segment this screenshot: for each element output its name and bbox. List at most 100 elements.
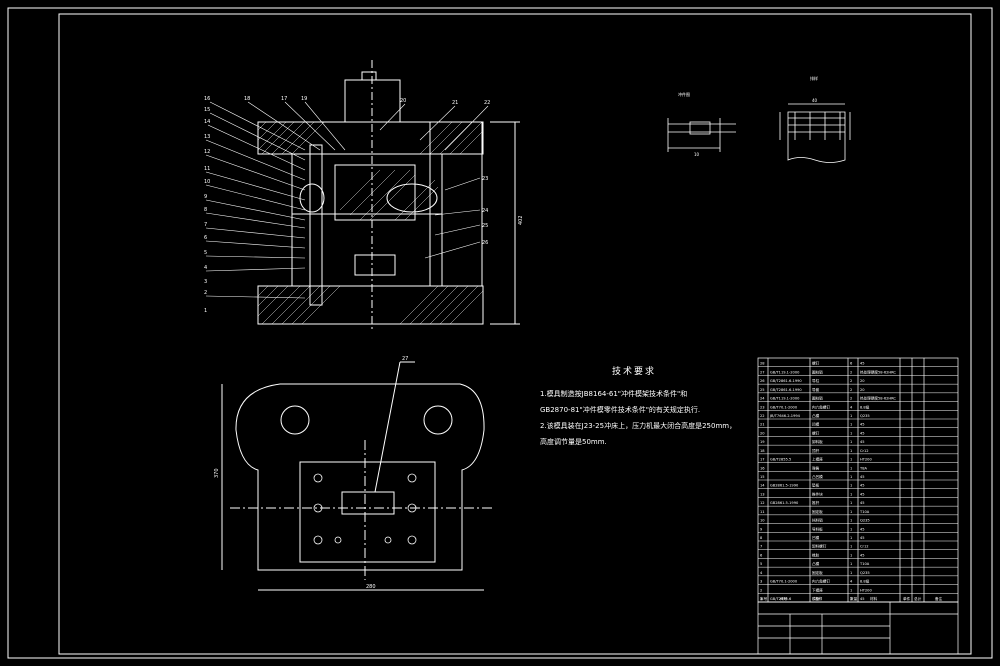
bom-cell: 22	[760, 414, 765, 418]
bom-cell: 1	[850, 466, 852, 470]
bom-cell: 28	[760, 362, 765, 366]
bom-cell: 1	[850, 571, 852, 575]
bom-header-cell: 代号	[780, 596, 788, 601]
bom-cell: 18	[760, 449, 765, 453]
callout-left-8: 8	[204, 207, 207, 213]
bom-cell: 13	[760, 492, 765, 496]
bom-cell: 1	[850, 527, 852, 531]
bom-cell: 20	[860, 388, 865, 392]
callout-left-11: 5	[204, 250, 207, 256]
bom-cell: T10A	[859, 510, 870, 514]
part-drawing	[667, 118, 736, 152]
bom-cell: 导套	[812, 387, 820, 392]
callout-left-4: 12	[204, 149, 210, 155]
callout-top-1: 17	[281, 96, 287, 102]
bom-cell: 21	[760, 423, 765, 427]
bom-cell: 垫板	[812, 483, 820, 488]
callout-top-2: 19	[301, 96, 307, 102]
bom-cell: 45	[860, 423, 865, 427]
bom-cell: GB/T2855.6	[770, 597, 792, 601]
bom-cell: 2	[850, 370, 852, 374]
bom-header-cell: 单件	[903, 596, 911, 601]
bom-cell: 1	[850, 545, 852, 549]
bom-cell: 卸料板	[812, 439, 823, 444]
bom-cell: 螺钉	[812, 430, 820, 435]
callout-left-0: 16	[204, 96, 210, 102]
bom-cell: GB2861.5-1990	[770, 501, 799, 505]
callout-left-1: 15	[204, 107, 210, 113]
bom-cell: GB2861.5-1990	[770, 484, 799, 488]
bom-cell: 4	[760, 571, 763, 575]
bom-cell: 3	[760, 580, 762, 584]
callout-right-1: 24	[482, 208, 488, 214]
bom-cell: 20	[860, 379, 865, 383]
bom-cell: 模柄	[812, 596, 820, 601]
callout-left-5: 11	[204, 166, 210, 172]
callout-left-14: 2	[204, 290, 207, 296]
dim-height: 402	[518, 215, 524, 225]
bom-cell: 顶杆	[812, 448, 820, 453]
inner-frame	[58, 13, 972, 655]
bom-cell: 固定板	[812, 509, 823, 514]
tech-line-2: 2.该模具装在J23-25冲床上，压力机最大闭合高度是250mm，	[540, 422, 737, 430]
bom-cell: 45	[860, 475, 865, 479]
bom-cell: 20	[760, 431, 765, 435]
callout-bottom: 27	[402, 356, 408, 362]
bom-cell: 1	[850, 414, 852, 418]
bom-cell: 9	[760, 527, 763, 531]
bom-cell: 热处理硬度58-62HRC	[860, 369, 896, 374]
tech-line-3: 高度调节量是50mm.	[540, 438, 607, 446]
dim-left: 370	[214, 468, 220, 478]
part-label2: 排样	[810, 75, 818, 81]
leader-lines-left	[205, 101, 489, 299]
bom-cell: HT200	[860, 588, 872, 592]
bom-header-cell: 名称	[815, 596, 823, 601]
bom-cell: 热处理硬度58-62HRC	[860, 396, 896, 401]
callout-right-0: 23	[482, 176, 488, 182]
callout-left-12: 4	[204, 265, 207, 271]
bom-header-cell: 数量	[850, 596, 858, 601]
bom-cell: 26	[760, 379, 765, 383]
bom-cell: Q235	[860, 414, 870, 418]
callout-left-3: 13	[204, 134, 210, 140]
bom-cell: 6	[760, 553, 763, 557]
callout-left-10: 6	[204, 235, 207, 241]
tech-requirements: 1.模具制造按JB8164-61"冲件模架技术条件"和 GB2870-81"冲件…	[540, 386, 770, 450]
bom-cell: 8.8级	[860, 404, 870, 409]
bom-cell: Q235	[860, 571, 870, 575]
bom-cell: 导柱	[812, 378, 820, 383]
bom-cell: 1	[850, 458, 852, 462]
bom-cell: 内六角螺钉	[812, 579, 830, 584]
bom-cell: T8A	[859, 466, 867, 470]
bom-cell: 卸料螺钉	[812, 544, 827, 549]
bom-cell: 1	[850, 553, 852, 557]
bom-cell: 螺钉	[812, 361, 820, 366]
bom-cell: 2	[850, 388, 852, 392]
bom-cell: 8	[760, 536, 763, 540]
callout-labels: 16 15 14 13 12 11 10 9 8 7 6 5 4 3 2 1 1…	[204, 96, 524, 314]
bom-cell: Q235	[860, 519, 870, 523]
bom-cell: 4	[850, 580, 853, 584]
bom-cell: GB/T70.1-2000	[770, 580, 798, 584]
bom-cell: 45	[860, 362, 865, 366]
plan-holes	[313, 473, 417, 545]
callout-top-3: 20	[400, 98, 406, 104]
callout-top-4: 21	[452, 100, 458, 106]
bom-cell: 1	[850, 510, 852, 514]
part-dim1: 10	[694, 152, 700, 157]
bom-cell: GB/T119.1-2000	[770, 397, 800, 401]
callout-top-0: 18	[244, 96, 250, 102]
bom-cell: 24	[760, 397, 765, 401]
bom-cell: 2	[760, 588, 762, 592]
bom-cell: 12	[760, 501, 765, 505]
bom-cell: 导料板	[812, 526, 823, 531]
bom-cell: 圆柱销	[812, 396, 823, 401]
callout-left-15: 1	[204, 308, 207, 314]
bom-cell: 1	[850, 536, 852, 540]
bom-cell: 16	[760, 466, 765, 470]
bom-cell: 45	[860, 536, 865, 540]
spring-left	[299, 183, 325, 213]
callout-top-5: 22	[484, 100, 490, 106]
bom-cell: 内六角螺钉	[812, 404, 830, 409]
